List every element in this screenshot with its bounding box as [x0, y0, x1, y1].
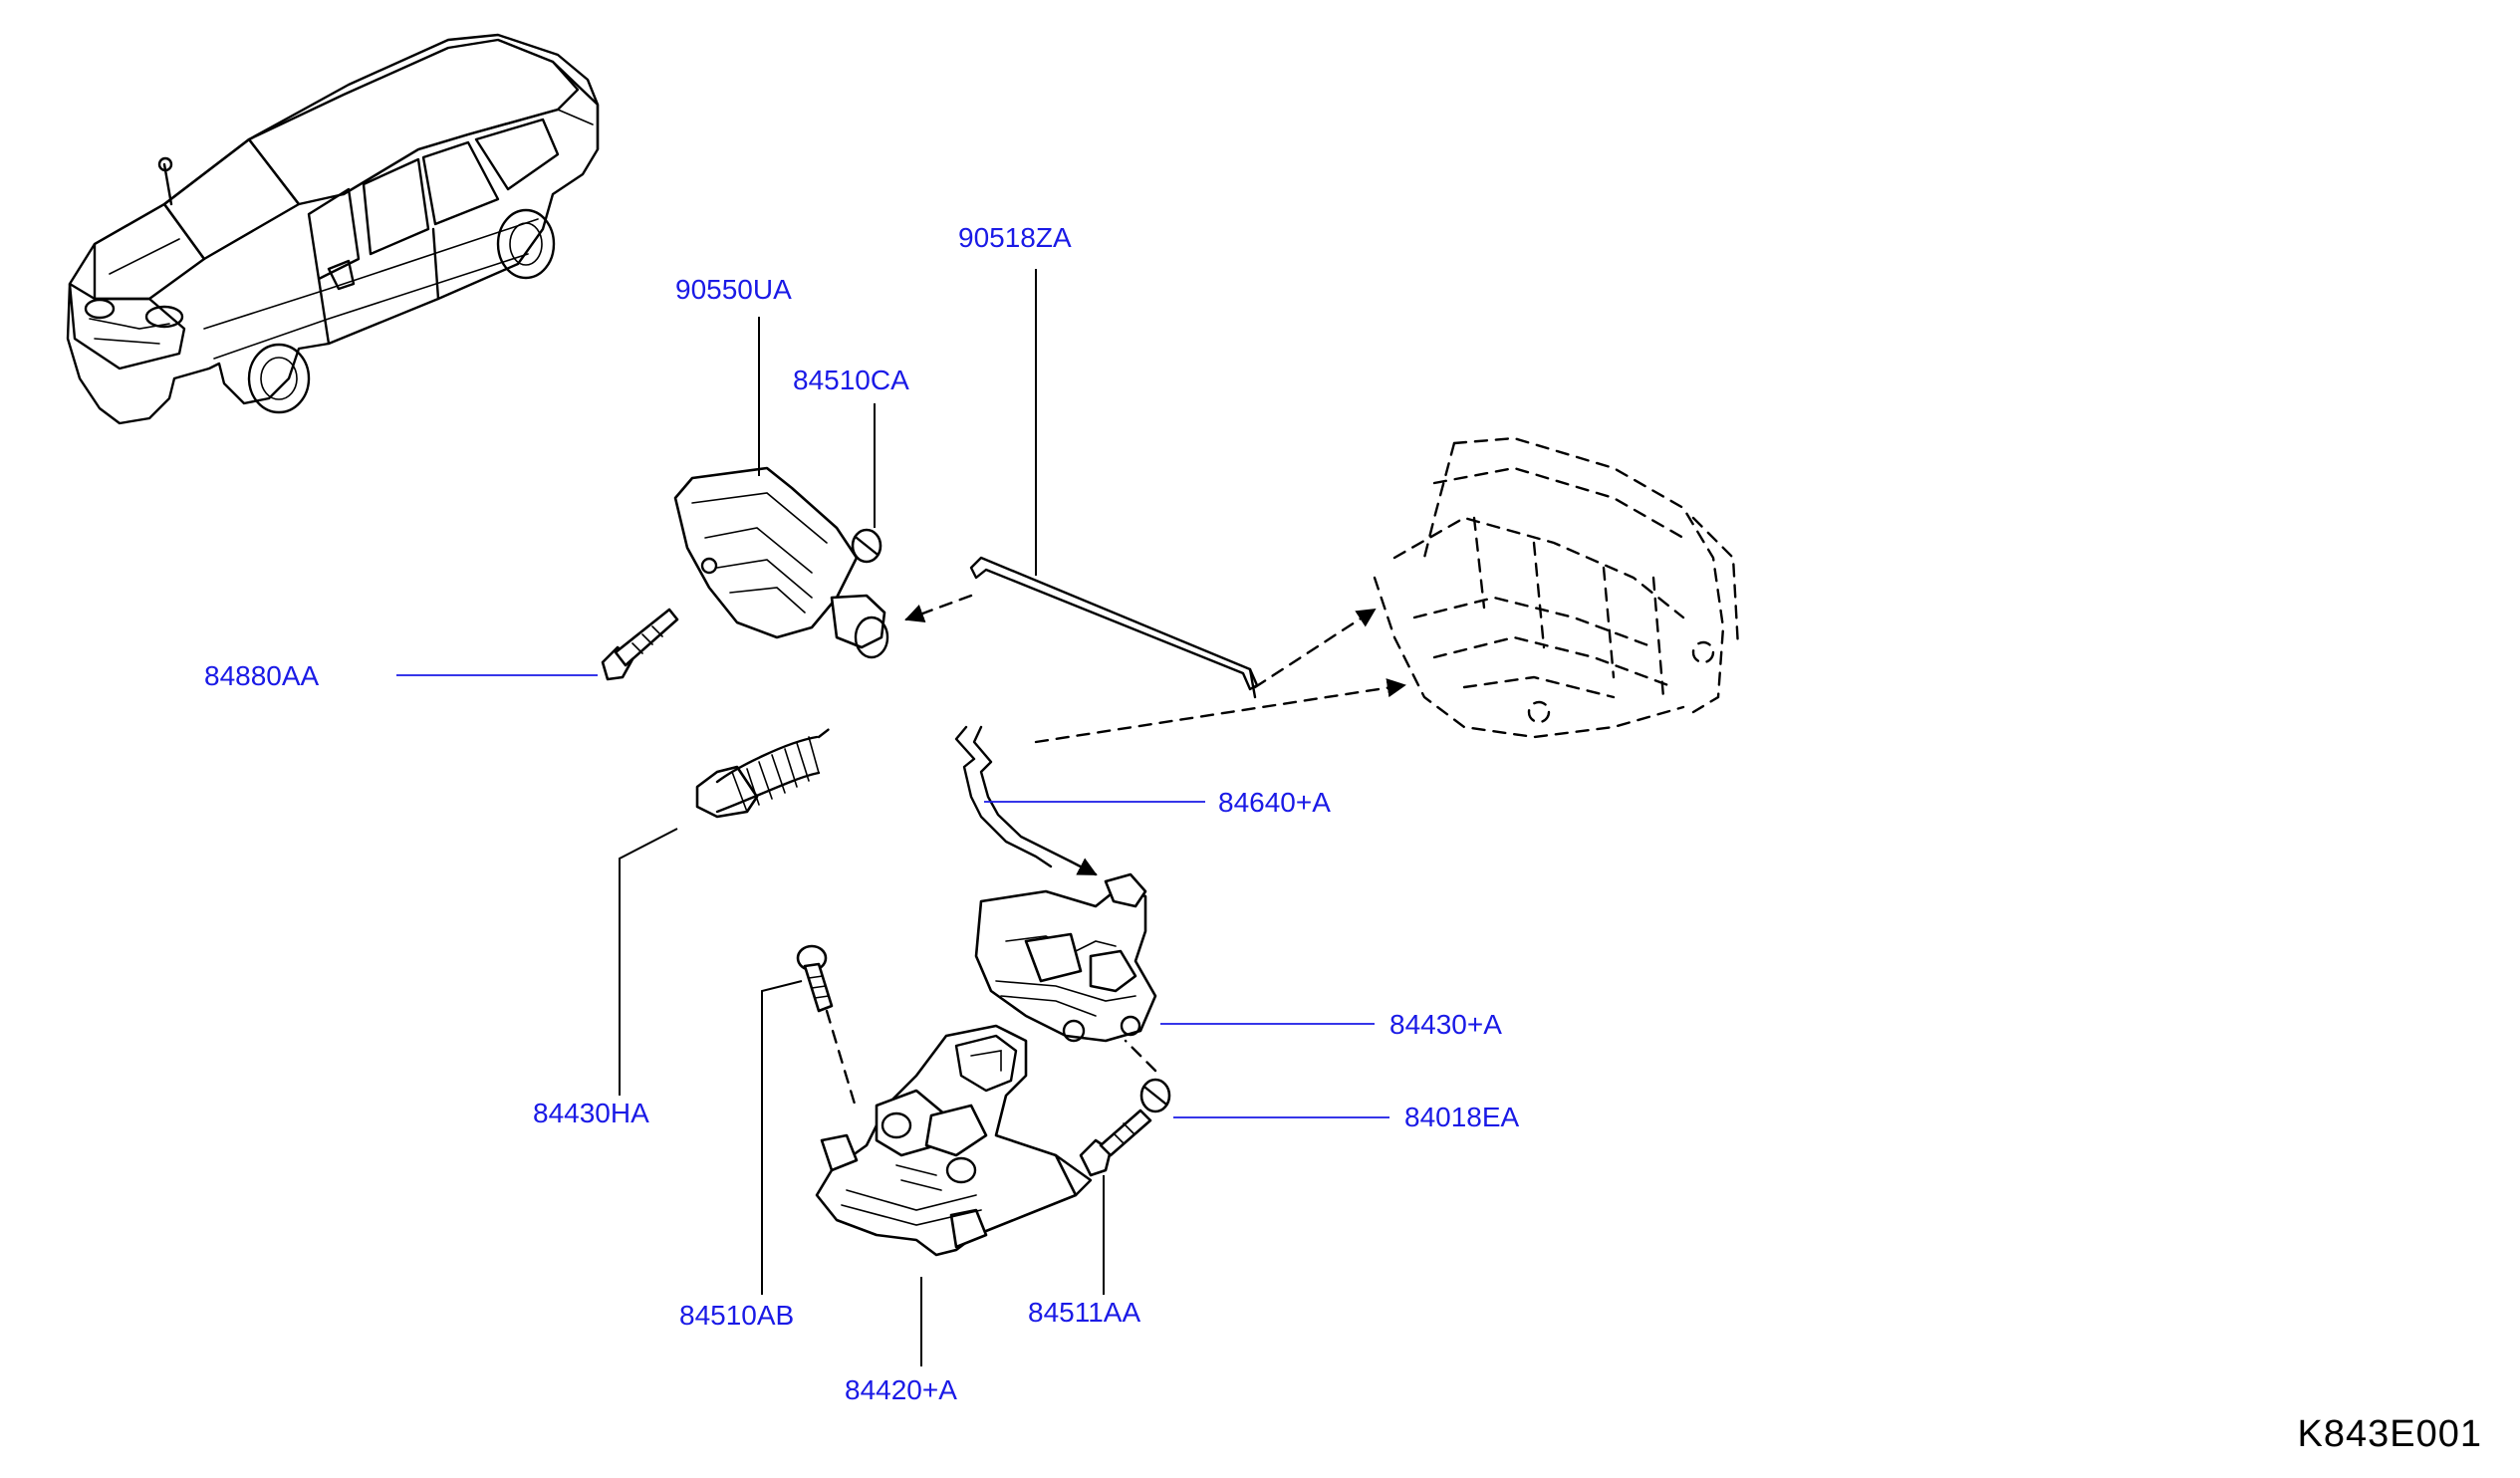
hood-rod-90518ZA [969, 556, 1259, 699]
part-label-90550UA[interactable]: 90550UA [675, 274, 792, 305]
leader-lines [396, 269, 1389, 1366]
part-label-84510AB[interactable]: 84510AB [679, 1300, 795, 1331]
hood-release-handle [673, 466, 889, 659]
part-label-84018EA[interactable]: 84018EA [1404, 1102, 1520, 1132]
part-label-84511AA[interactable]: 84511AA [1028, 1297, 1141, 1328]
part-label-90518ZA[interactable]: 90518ZA [958, 222, 1072, 253]
part-label-84510CA[interactable]: 84510CA [793, 365, 909, 395]
diagram-code: K843E001 [2297, 1413, 2482, 1455]
part-label-84420A[interactable]: 84420+A [845, 1374, 957, 1405]
cable-84640A [954, 725, 1098, 876]
part-label-84640A[interactable]: 84640+A [1218, 787, 1331, 818]
bolt-84510AB [796, 944, 834, 1013]
part-label-84430A[interactable]: 84430+A [1389, 1009, 1502, 1040]
spring-84430HA [695, 725, 834, 819]
clip-84510CA [851, 528, 882, 564]
part-label-84880AA[interactable]: 84880AA [204, 660, 320, 691]
part-label-84430HA[interactable]: 84430HA [533, 1098, 649, 1128]
hood-lock-84430A [974, 872, 1157, 1043]
clip-84018EA [1139, 1078, 1171, 1113]
engine-bay-phantom [1373, 436, 1740, 739]
bolt-84511AA [1079, 1108, 1152, 1177]
vehicle-illustration [66, 33, 600, 425]
bolt-84880AA [601, 608, 679, 681]
hood-lock-support-84420A [815, 1024, 1093, 1257]
